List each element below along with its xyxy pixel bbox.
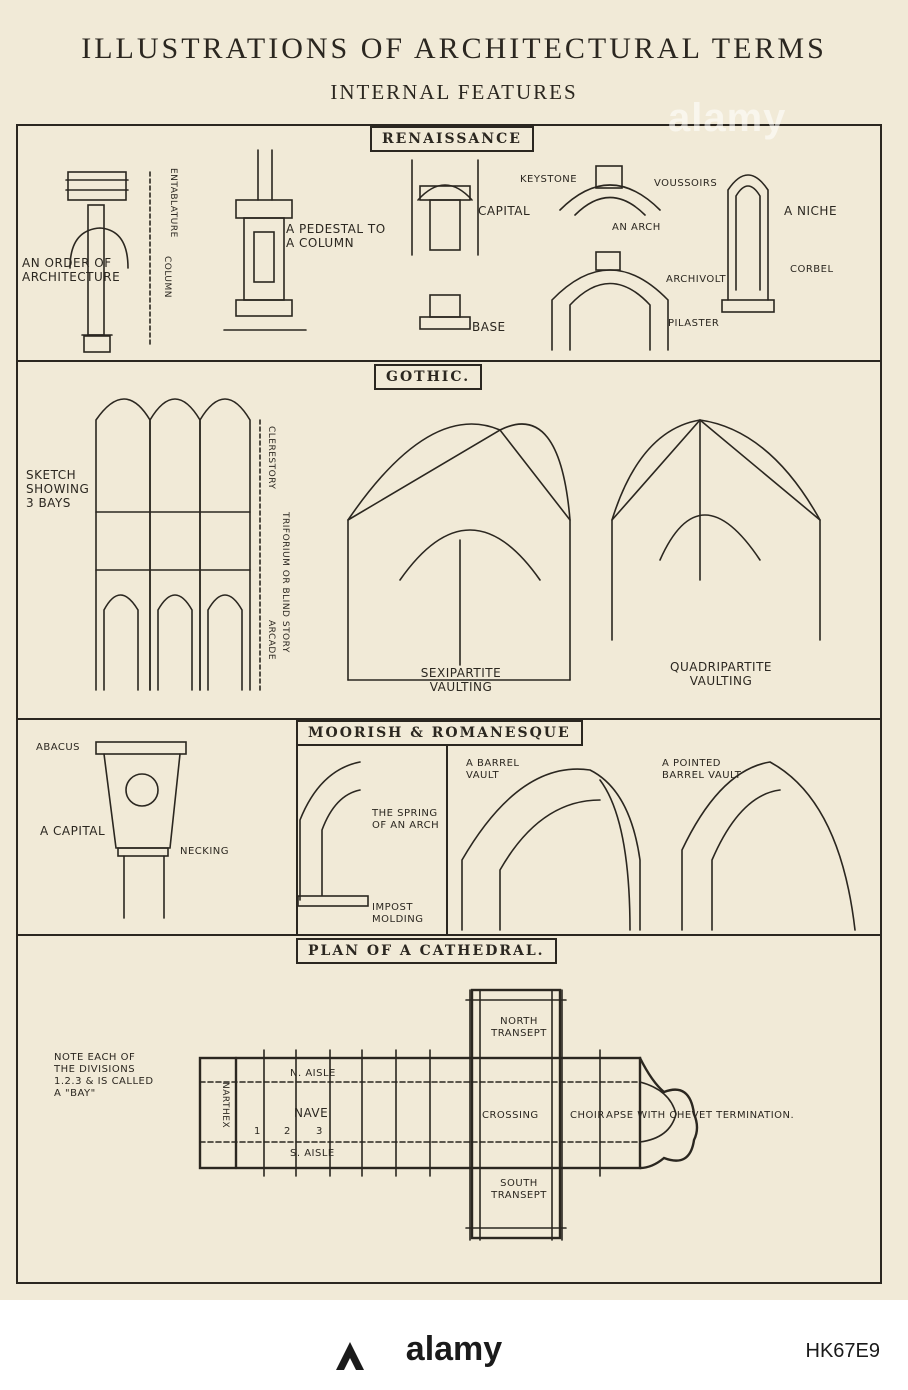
label-order: AN ORDER OF ARCHITECTURE: [22, 256, 121, 284]
label-bay-3: 3: [316, 1126, 323, 1137]
stock-image-id: HK67E9: [805, 1340, 881, 1362]
label-south-transept: SOUTH TRANSEPT: [491, 1178, 547, 1201]
divider-moorish-1: [296, 740, 298, 935]
label-note: NOTE EACH OF THE DIVISIONS 1.2.3 & IS CA…: [54, 1052, 154, 1099]
barrel-vault-drawing: [461, 768, 641, 931]
label-spring: THE SPRING OF AN ARCH: [372, 808, 440, 831]
niche-drawing: [721, 174, 775, 313]
divider-gothic-moorish: [16, 718, 882, 720]
quadripartite-vaulting-drawing: [611, 418, 821, 641]
label-an-arch: AN ARCH: [612, 222, 661, 233]
label-base: BASE: [472, 320, 506, 334]
label-clerestory: CLERESTORY: [266, 426, 276, 490]
label-abacus: ABACUS: [36, 742, 81, 753]
label-choir: CHOIR: [570, 1110, 605, 1121]
arch-drawing: [551, 165, 669, 351]
sexipartite-vaulting-drawing: [347, 423, 571, 681]
label-crossing: CROSSING: [482, 1110, 539, 1121]
label-pedestal: A PEDESTAL TO A COLUMN: [286, 222, 386, 250]
page-title: ILLUSTRATIONS OF ARCHITECTURAL TERMS: [81, 32, 827, 65]
label-arcade: ARCADE: [266, 620, 276, 661]
capital-base-drawing: [411, 159, 479, 330]
label-bay-1: 1: [254, 1126, 261, 1137]
section-label-moorish: MOORISH & ROMANESQUE: [296, 720, 583, 746]
book-plate: ILLUSTRATIONS OF ARCHITECTURAL TERMS INT…: [0, 0, 908, 1300]
section-label-renaissance: RENAISSANCE: [370, 126, 534, 152]
cathedral-plan-drawing: [198, 988, 699, 1241]
label-impost: IMPOST MOLDING: [372, 902, 424, 925]
architectural-drawings: [65, 149, 856, 1241]
stock-footer: alamy HK67E9: [0, 1300, 908, 1390]
pedestal-drawing: [223, 149, 307, 331]
label-nave: NAVE: [294, 1106, 329, 1120]
page-subtitle: INTERNAL FEATURES: [330, 80, 578, 104]
label-n-aisle: N. AISLE: [290, 1068, 336, 1079]
label-barrel-vault: A BARREL VAULT: [466, 758, 520, 781]
spring-of-arch-drawing: [297, 761, 369, 907]
stock-brand: alamy: [405, 1330, 503, 1368]
gothic-bays-drawing: [95, 398, 261, 691]
label-sketch-bays: SKETCH SHOWING 3 BAYS: [26, 468, 90, 510]
label-narthex: NARTHEX: [220, 1082, 230, 1129]
label-keystone: KEYSTONE: [520, 174, 578, 185]
order-of-architecture-drawing: [65, 171, 151, 353]
alamy-logo-icon: [336, 1342, 364, 1370]
label-archivolt: ARCHIVOLT: [666, 274, 727, 285]
label-capital: CAPITAL: [478, 204, 531, 218]
label-triforium: TRIFORIUM OR BLIND STORY: [280, 512, 290, 653]
stock-watermark: alamy: [668, 96, 787, 140]
label-voussoirs: VOUSSOIRS: [654, 178, 718, 189]
section-label-plan: PLAN OF A CATHEDRAL.: [296, 938, 557, 964]
divider-renaissance-gothic: [16, 360, 882, 362]
label-a-capital: A CAPITAL: [40, 824, 106, 838]
label-entablature: ENTABLATURE: [168, 168, 178, 238]
label-pilaster: PILASTER: [668, 318, 720, 329]
label-column: COLUMN: [162, 256, 172, 299]
plate-frame: [16, 124, 882, 1284]
label-apse: APSE WITH CHEVET TERMINATION.: [606, 1110, 795, 1121]
label-niche: A NICHE: [784, 204, 838, 218]
section-label-gothic: GOTHIC.: [374, 364, 483, 390]
label-north-transept: NORTH TRANSEPT: [491, 1016, 547, 1039]
pointed-barrel-vault-drawing: [681, 761, 856, 931]
label-s-aisle: S. AISLE: [290, 1148, 335, 1159]
divider-moorish-plan: [16, 934, 882, 936]
label-necking: NECKING: [180, 846, 230, 857]
label-sexipartite: SEXIPARTITE VAULTING: [420, 666, 502, 694]
label-quadripartite: QUADRIPARTITE VAULTING: [670, 660, 772, 688]
label-bay-2: 2: [284, 1126, 291, 1137]
label-pointed-barrel: A POINTED BARREL VAULT: [662, 758, 742, 781]
moorish-capital-drawing: [95, 741, 187, 919]
divider-moorish-2: [446, 740, 448, 935]
label-corbel: CORBEL: [790, 264, 834, 275]
